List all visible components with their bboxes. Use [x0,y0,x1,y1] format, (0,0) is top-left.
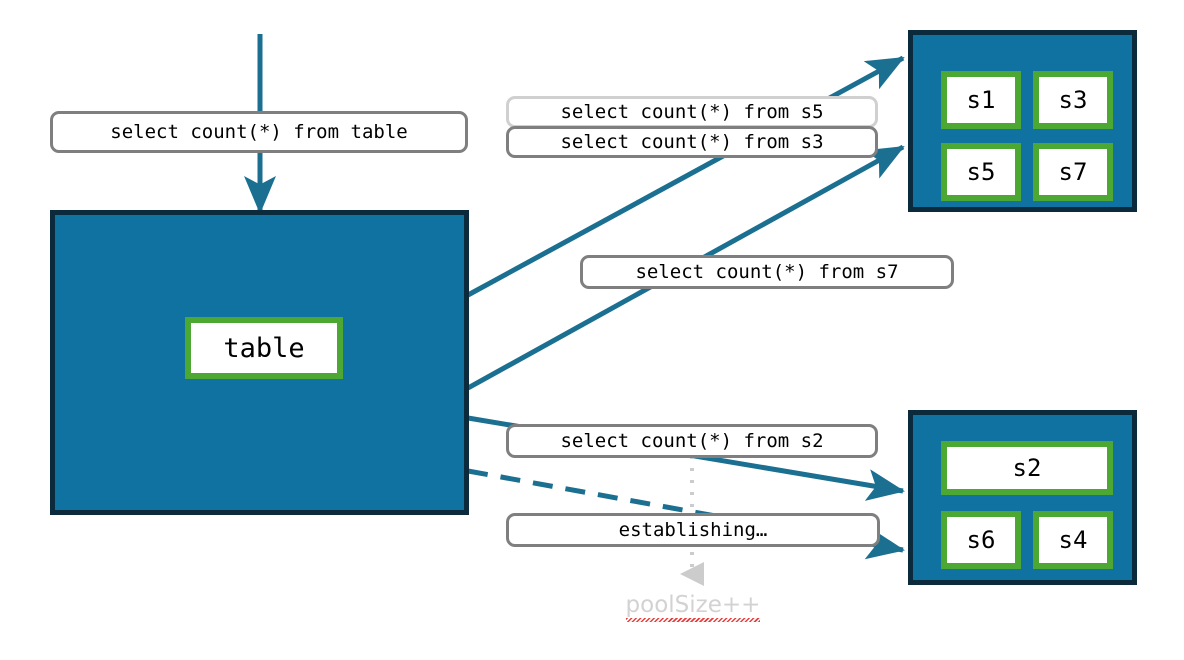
query-pill-s3[interactable]: select count(*) from s3 [506,126,878,158]
node-s4[interactable]: s4 [1033,511,1113,569]
query-pill-s7-label: select count(*) from s7 [635,261,899,283]
query-pill-table-label: select count(*) from table [110,121,408,143]
cluster-top[interactable]: s1 s3 s5 s7 [908,30,1137,212]
node-s6-label: s6 [966,526,996,554]
node-s7[interactable]: s7 [1033,143,1113,201]
query-pill-s2-label: select count(*) from s2 [560,430,824,452]
node-s3[interactable]: s3 [1033,71,1113,129]
query-pill-s2[interactable]: select count(*) from s2 [506,424,878,458]
query-pill-s5[interactable]: select count(*) from s5 [506,96,878,128]
poolsize-annotation-label: poolSize++ [625,592,760,622]
node-s2-label: s2 [1012,454,1042,482]
cluster-bottom[interactable]: s2 s6 s4 [908,410,1137,585]
query-pill-s7[interactable]: select count(*) from s7 [580,255,954,289]
node-s5-label: s5 [966,158,996,186]
status-pill-establishing[interactable]: establishing… [506,513,880,547]
query-pill-table[interactable]: select count(*) from table [50,111,468,153]
table-container[interactable]: table [50,210,469,515]
query-pill-s3-label: select count(*) from s3 [560,131,824,153]
node-table[interactable]: table [185,317,343,379]
node-s6[interactable]: s6 [941,511,1021,569]
query-pill-s5-label: select count(*) from s5 [560,101,824,123]
status-pill-establishing-label: establishing… [618,519,768,541]
node-s5[interactable]: s5 [941,143,1021,201]
node-s7-label: s7 [1058,158,1088,186]
node-s3-label: s3 [1058,86,1088,114]
poolsize-annotation: poolSize++ [600,592,786,622]
node-s1[interactable]: s1 [941,71,1021,129]
node-s1-label: s1 [966,86,996,114]
node-s2[interactable]: s2 [941,441,1113,495]
node-s4-label: s4 [1058,526,1088,554]
node-table-label: table [223,332,305,364]
